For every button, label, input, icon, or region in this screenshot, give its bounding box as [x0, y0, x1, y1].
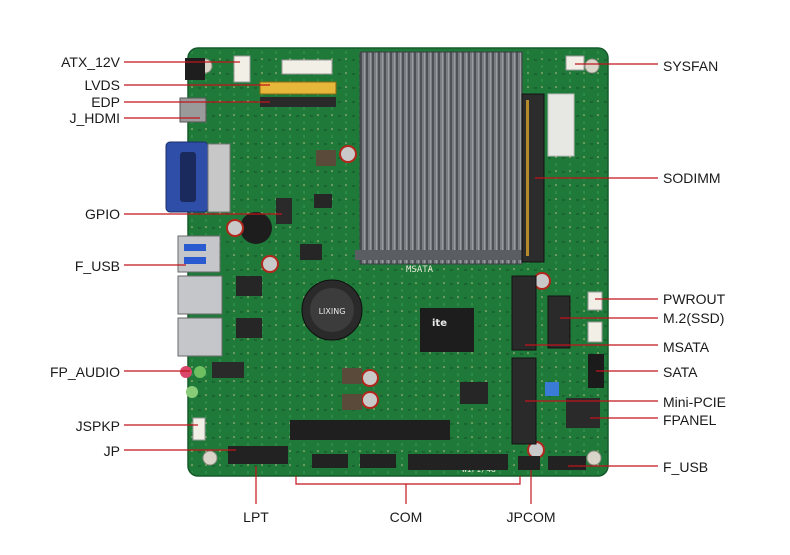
sodimm-sticker	[547, 93, 575, 157]
lvds-header	[259, 81, 337, 95]
vga-stack	[207, 143, 231, 213]
fpanel-header	[566, 398, 600, 428]
top-white-header	[281, 59, 333, 75]
label-gpio: GPIO	[84, 206, 120, 222]
fp-audio-header	[212, 362, 244, 378]
callout-lines	[124, 61, 658, 504]
blue-jumper	[545, 382, 559, 396]
capacitor	[361, 369, 379, 387]
mount-hole-bl	[202, 450, 218, 466]
heatsink-base	[355, 250, 527, 260]
battery-print: LIXING	[319, 307, 346, 316]
com-header-2	[360, 454, 396, 468]
m2-slot	[547, 295, 571, 349]
label-pwrout: PWROUT	[663, 291, 726, 307]
capacitor	[361, 391, 379, 409]
label-msata: MSATA	[663, 339, 710, 355]
inductor	[316, 150, 336, 166]
ic	[460, 382, 488, 404]
label-lpt: LPT	[243, 509, 269, 525]
label-m2-ssd: M.2(SSD)	[663, 310, 725, 326]
label-sodimm: SODIMM	[663, 170, 721, 186]
label-f-usb-left: F_USB	[74, 258, 120, 274]
edp-header	[260, 97, 336, 107]
label-jspkp: JSPKP	[75, 418, 120, 434]
ic	[236, 276, 262, 296]
label-atx-12v: ATX_12V	[61, 54, 120, 70]
mount-hole-br	[586, 450, 602, 466]
atx12v-header	[233, 55, 251, 83]
capacitor	[226, 219, 244, 237]
chip-label: ite	[432, 318, 447, 329]
m2-header	[587, 321, 603, 343]
label-edp: EDP	[91, 94, 120, 110]
jp-header	[228, 446, 288, 464]
msata-print: MSATA	[406, 265, 434, 275]
inductor	[342, 368, 362, 384]
label-f-usb-right: F_USB	[663, 459, 709, 475]
com-header-row	[290, 420, 450, 440]
atx12v-connector	[185, 58, 205, 80]
usb-port	[177, 235, 221, 273]
ic	[236, 318, 262, 338]
audio-jack-green	[194, 366, 206, 378]
sysfan-header	[565, 55, 585, 71]
audio-jack-red	[180, 366, 192, 378]
label-jpcom: JPCOM	[506, 509, 556, 525]
label-com: COM	[389, 509, 423, 525]
label-fpanel: FPANEL	[663, 412, 717, 428]
label-sata: SATA	[663, 364, 698, 380]
label-lvds: LVDS	[84, 77, 120, 93]
ic	[300, 244, 322, 260]
lan-port-2	[177, 317, 223, 357]
inductor	[342, 394, 362, 410]
gpio-header	[276, 198, 292, 224]
label-fp-audio: FP_AUDIO	[49, 364, 120, 380]
capacitor	[261, 255, 279, 273]
label-j-hdmi: J_HDMI	[69, 110, 120, 126]
lan-port-1	[177, 275, 223, 315]
buzzer	[240, 212, 272, 244]
ic	[314, 194, 332, 208]
ite-chip	[420, 308, 474, 352]
label-jp: JP	[103, 443, 120, 459]
label-mini-pcie: Mini-PCIE	[663, 394, 727, 410]
pwrout-header	[587, 291, 603, 311]
fusb-bottom-header	[548, 456, 586, 470]
jpcom-header	[518, 456, 540, 470]
leader-line-com-bracket	[295, 476, 521, 485]
lpt-header	[408, 454, 508, 470]
jspkp-header	[192, 417, 206, 441]
mount-hole-tr	[584, 58, 600, 74]
audio-jack-green-2	[186, 386, 198, 398]
label-sysfan: SYSFAN	[663, 58, 719, 74]
msata-slot	[511, 275, 537, 351]
com-header-1	[312, 454, 348, 468]
heatsink	[359, 51, 523, 265]
capacitor	[339, 145, 357, 163]
